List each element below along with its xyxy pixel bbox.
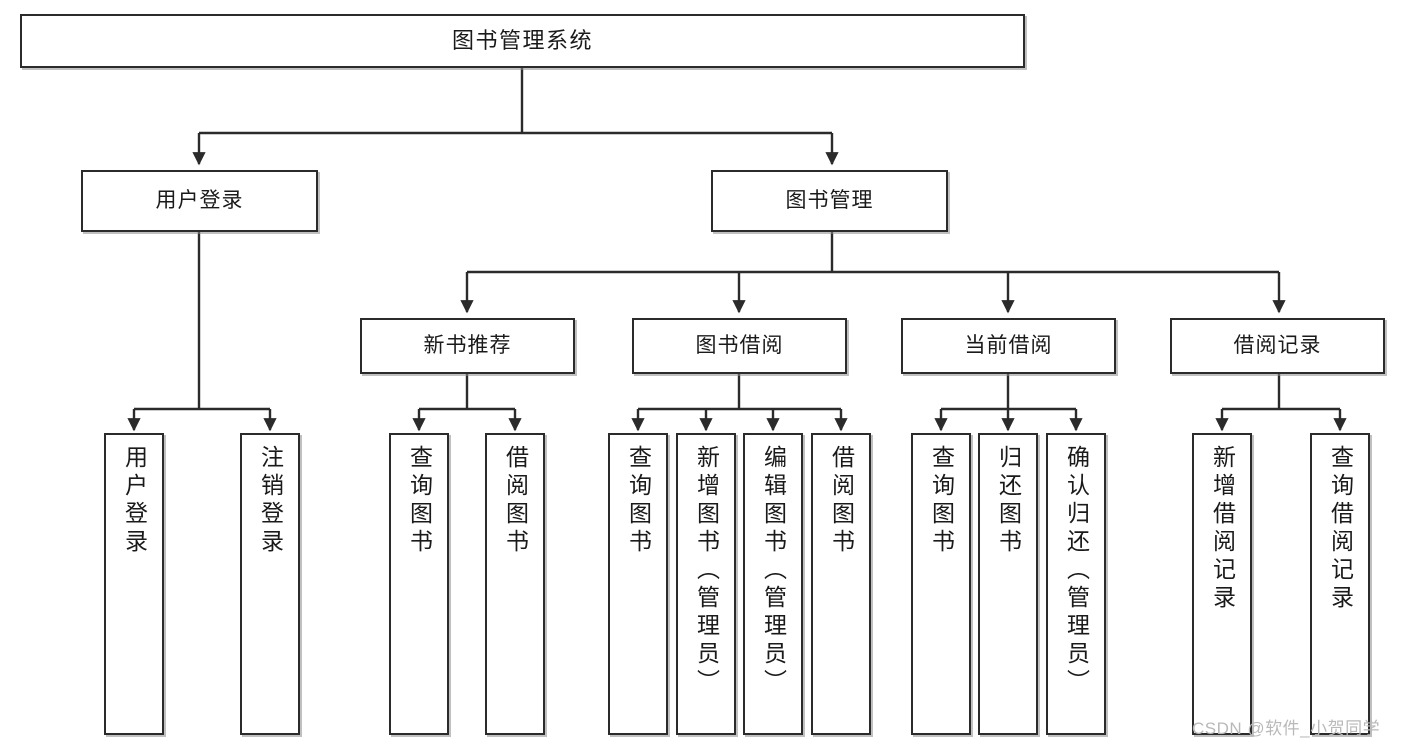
node-book-borrow[interactable]: 图书借阅 <box>632 318 847 374</box>
node-label: 查询图书 <box>928 445 955 557</box>
leaf-book-borrow-edit-book-admin[interactable]: 编辑图书（管理员） <box>743 433 803 735</box>
node-label: 新增图书（管理员） <box>693 445 720 697</box>
node-borrow-record[interactable]: 借阅记录 <box>1170 318 1385 374</box>
node-label: 查询借阅记录 <box>1327 445 1354 613</box>
node-label: 当前借阅 <box>964 333 1053 357</box>
leaf-book-borrow-borrow-books[interactable]: 借阅图书 <box>811 433 871 735</box>
node-label: 图书借阅 <box>695 333 784 357</box>
node-label: 借阅记录 <box>1233 333 1322 357</box>
node-label: 新书推荐 <box>423 333 512 357</box>
node-label: 借阅图书 <box>828 445 855 557</box>
leaf-book-borrow-add-book-admin[interactable]: 新增图书（管理员） <box>676 433 736 735</box>
node-label: 查询图书 <box>625 445 652 557</box>
node-book-management[interactable]: 图书管理 <box>711 170 948 232</box>
watermark-text: CSDN @软件_小贺同学 <box>1192 719 1381 738</box>
leaf-current-borrow-confirm-return-admin[interactable]: 确认归还（管理员） <box>1046 433 1106 735</box>
node-label: 用户登录 <box>121 445 148 557</box>
node-label: 用户登录 <box>155 188 244 212</box>
leaf-borrow-record-add-record[interactable]: 新增借阅记录 <box>1192 433 1252 735</box>
node-label: 借阅图书 <box>502 445 529 557</box>
leaf-book-borrow-query-books[interactable]: 查询图书 <box>608 433 668 735</box>
leaf-new-book-query-books[interactable]: 查询图书 <box>389 433 449 735</box>
leaf-user-login-login[interactable]: 用户登录 <box>104 433 164 735</box>
node-new-book-recommendation[interactable]: 新书推荐 <box>360 318 575 374</box>
leaf-user-login-logout[interactable]: 注销登录 <box>240 433 300 735</box>
leaf-new-book-borrow-books[interactable]: 借阅图书 <box>485 433 545 735</box>
node-current-borrow[interactable]: 当前借阅 <box>901 318 1116 374</box>
node-root-library-management-system[interactable]: 图书管理系统 <box>20 14 1025 68</box>
leaf-borrow-record-query-record[interactable]: 查询借阅记录 <box>1310 433 1370 735</box>
node-label: 确认归还（管理员） <box>1063 445 1090 697</box>
node-label: 编辑图书（管理员） <box>760 445 787 697</box>
node-label: 查询图书 <box>406 445 433 557</box>
node-user-login[interactable]: 用户登录 <box>81 170 318 232</box>
leaf-current-borrow-return-books[interactable]: 归还图书 <box>978 433 1038 735</box>
csdn-watermark: CSDN @软件_小贺同学 <box>1192 714 1380 739</box>
node-label: 图书管理系统 <box>451 28 593 54</box>
leaf-current-borrow-query-books[interactable]: 查询图书 <box>911 433 971 735</box>
node-label: 归还图书 <box>995 445 1022 557</box>
node-label: 新增借阅记录 <box>1209 445 1236 613</box>
node-label: 图书管理 <box>785 188 874 212</box>
node-label: 注销登录 <box>257 445 284 557</box>
